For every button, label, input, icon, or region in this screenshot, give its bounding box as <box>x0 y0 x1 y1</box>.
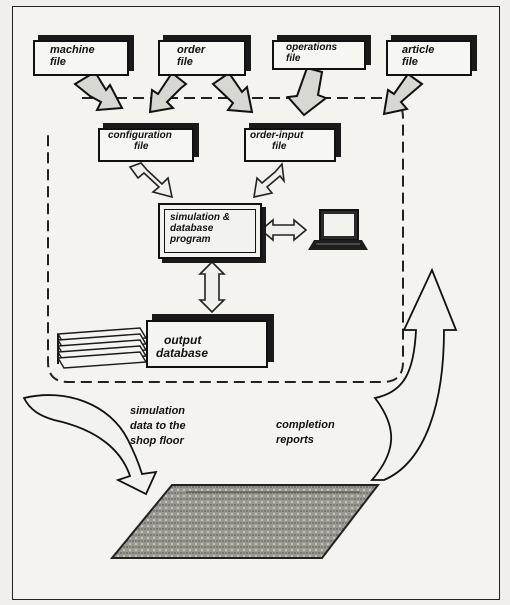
shop-floor-plane <box>112 485 378 558</box>
arrow-article-into-system <box>384 74 422 114</box>
arrow-program-database <box>200 262 224 312</box>
paper-stack <box>58 328 146 368</box>
computer-icon <box>308 210 368 250</box>
arrow-machine-to-config <box>75 72 122 110</box>
flow-arrows <box>130 163 284 197</box>
arrow-order-to-orderinput <box>213 73 252 112</box>
completion-reports-caption: completion reports <box>276 418 335 448</box>
simulation-data-caption: simulation data to the shop floor <box>130 404 186 449</box>
arrow-program-computer <box>261 220 306 240</box>
arrow-orderinput-program <box>254 164 284 197</box>
arrow-order-to-config <box>150 73 186 112</box>
arrow-config-program <box>130 163 172 197</box>
curved-arrow-from-shop-floor <box>372 270 456 480</box>
arrow-operations-to-orderinput <box>288 68 326 115</box>
